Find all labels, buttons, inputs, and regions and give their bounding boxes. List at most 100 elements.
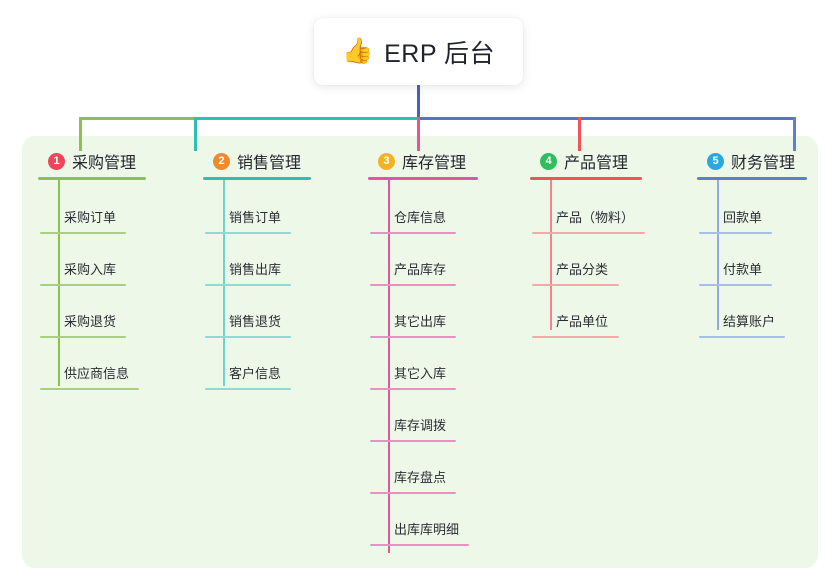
leaf-node[interactable]: 产品库存 (368, 262, 483, 286)
leaf-label: 采购入库 (64, 262, 117, 277)
leaf-underline (532, 284, 619, 286)
leaf-node[interactable]: 库存盘点 (368, 470, 483, 494)
leaf-label: 采购订单 (64, 210, 117, 225)
leaf-label: 销售出库 (229, 262, 282, 277)
drop-line-col-5 (793, 117, 796, 151)
branch-column-1: 1 采购管理 采购订单 采购入库 采购退货 供应商信息 (38, 148, 150, 390)
drop-line-col-2 (194, 117, 197, 151)
leaf-underline (532, 232, 645, 234)
leaf-label: 其它入库 (394, 366, 447, 381)
root-node-card[interactable]: 👍 ERP 后台 (314, 18, 523, 85)
branch-header-5[interactable]: 5 财务管理 (697, 148, 809, 174)
leaf-node[interactable]: 产品（物料） (530, 210, 650, 234)
bus-line-right (418, 117, 796, 120)
leaf-node[interactable]: 销售订单 (203, 210, 315, 234)
branch-underline-1 (38, 177, 146, 180)
leaf-node[interactable]: 出库库明细 (368, 522, 483, 546)
branch-title-1: 采购管理 (72, 155, 137, 172)
leaf-node[interactable]: 库存调拨 (368, 418, 483, 442)
branch-column-3: 3 库存管理 仓库信息 产品库存 其它出库 其它入库 库存调拨 库存盘点 (368, 148, 483, 553)
branch-column-5: 5 财务管理 回款单 付款单 结算账户 (697, 148, 809, 338)
bus-line-left (79, 117, 194, 120)
leaf-underline (40, 388, 139, 390)
branch-trunk-5 (717, 180, 719, 330)
branch-underline-4 (530, 177, 642, 180)
branch-underline-2 (203, 177, 311, 180)
leaf-label: 回款单 (723, 210, 763, 225)
leaf-label: 客户信息 (229, 366, 282, 381)
branch-header-3[interactable]: 3 库存管理 (368, 148, 483, 174)
leaf-node[interactable]: 采购订单 (38, 210, 150, 234)
leaf-underline (370, 492, 456, 494)
branch-title-5: 财务管理 (731, 155, 796, 172)
leaf-node[interactable]: 产品单位 (530, 314, 650, 338)
leaf-node[interactable]: 供应商信息 (38, 366, 150, 390)
leaf-underline (532, 336, 619, 338)
leaf-label: 出库库明细 (394, 522, 460, 537)
leaf-node[interactable]: 其它入库 (368, 366, 483, 390)
leaf-underline (40, 232, 126, 234)
leaf-node[interactable]: 采购退货 (38, 314, 150, 338)
leaf-label: 其它出库 (394, 314, 447, 329)
leaf-node[interactable]: 付款单 (697, 262, 809, 286)
diagram-panel (22, 136, 818, 568)
root-stem-line (417, 85, 420, 119)
leaf-label: 库存调拨 (394, 418, 447, 433)
leaf-underline (40, 336, 126, 338)
leaf-label: 销售退货 (229, 314, 282, 329)
leaf-underline (370, 232, 456, 234)
branch-header-1[interactable]: 1 采购管理 (38, 148, 150, 174)
leaf-underline (370, 544, 469, 546)
leaf-node[interactable]: 产品分类 (530, 262, 650, 286)
leaf-node[interactable]: 回款单 (697, 210, 809, 234)
leaf-label: 销售订单 (229, 210, 282, 225)
branch-trunk-2 (223, 180, 225, 386)
leaf-label: 产品单位 (556, 314, 609, 329)
branch-trunk-1 (58, 180, 60, 386)
leaf-node[interactable]: 仓库信息 (368, 210, 483, 234)
branch-title-2: 销售管理 (237, 155, 302, 172)
leaf-underline (370, 284, 456, 286)
leaf-underline (205, 336, 291, 338)
leaf-underline (699, 284, 772, 286)
drop-line-col-3 (417, 117, 420, 151)
leaf-underline (40, 284, 126, 286)
branch-column-4: 4 产品管理 产品（物料） 产品分类 产品单位 (530, 148, 650, 338)
branch-badge-2: 2 (213, 152, 230, 170)
branch-trunk-4 (550, 180, 552, 330)
leaf-label: 仓库信息 (394, 210, 447, 225)
leaf-node[interactable]: 客户信息 (203, 366, 315, 390)
leaf-underline (370, 388, 456, 390)
branch-underline-3 (368, 177, 478, 180)
leaf-node[interactable]: 销售出库 (203, 262, 315, 286)
branch-badge-5: 5 (707, 152, 724, 170)
branch-badge-4: 4 (540, 152, 557, 170)
branch-header-2[interactable]: 2 销售管理 (203, 148, 315, 174)
branch-trunk-3 (388, 180, 390, 553)
leaf-node[interactable]: 其它出库 (368, 314, 483, 338)
leaf-label: 库存盘点 (394, 470, 447, 485)
leaf-underline (699, 232, 772, 234)
drop-line-col-1 (79, 117, 82, 151)
leaf-label: 供应商信息 (64, 366, 130, 381)
leaf-label: 产品分类 (556, 262, 609, 277)
leaf-node[interactable]: 销售退货 (203, 314, 315, 338)
leaf-underline (205, 284, 291, 286)
branch-badge-3: 3 (378, 152, 395, 170)
leaf-label: 结算账户 (723, 314, 776, 329)
leaf-underline (699, 336, 785, 338)
branch-underline-5 (697, 177, 807, 180)
branch-header-4[interactable]: 4 产品管理 (530, 148, 650, 174)
thumbs-up-icon: 👍 (341, 37, 374, 65)
bus-line-mid (194, 117, 418, 120)
branch-badge-1: 1 (48, 152, 65, 170)
leaf-label: 采购退货 (64, 314, 117, 329)
leaf-underline (205, 388, 291, 390)
root-node-title: ERP 后台 (384, 39, 496, 68)
leaf-node[interactable]: 采购入库 (38, 262, 150, 286)
leaf-underline (370, 440, 456, 442)
branch-title-4: 产品管理 (564, 155, 629, 172)
leaf-node[interactable]: 结算账户 (697, 314, 809, 338)
branch-title-3: 库存管理 (402, 155, 467, 172)
